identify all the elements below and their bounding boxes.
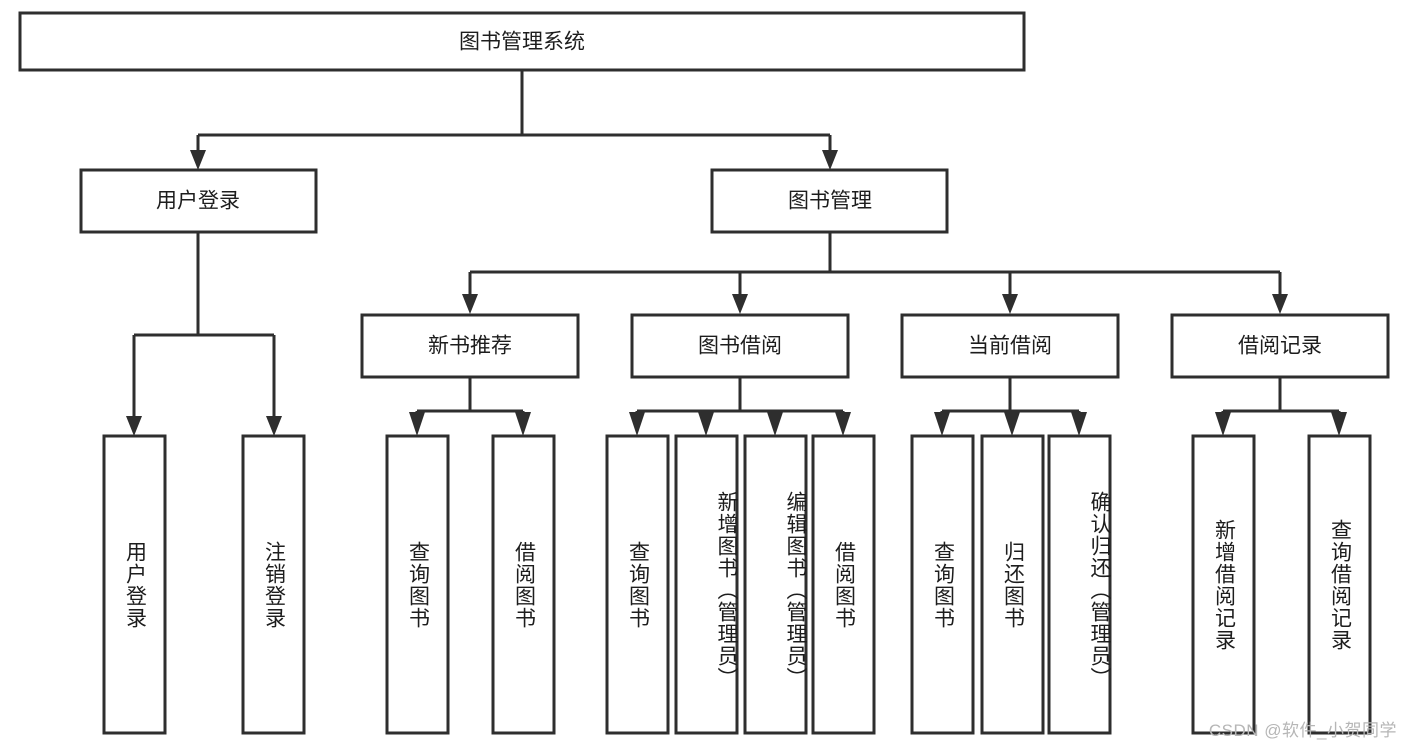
node-user-login[interactable]: 用户登录 (79, 168, 318, 234)
connector-group-user-login (126, 232, 282, 436)
arrow-head-leaf-book-borrow-2 (698, 412, 714, 436)
leaf-box-borrow-record-2[interactable] (1307, 434, 1372, 735)
node-new-book-recommend-box[interactable] (360, 313, 580, 379)
node-root-box[interactable] (18, 11, 1026, 72)
node-book-borrow-box[interactable] (630, 313, 850, 379)
node-current-borrow-label: 当前借阅 (968, 335, 1052, 358)
leaf-box-current-borrow-2[interactable] (980, 434, 1045, 735)
connector-group-current-borrow (934, 377, 1087, 436)
arrow-head-leaf-current-borrow-3 (1071, 412, 1087, 436)
leaf-box-borrow-record-1[interactable] (1191, 434, 1256, 735)
arrow-head-user-login (190, 150, 206, 170)
leaf-box-book-borrow-2[interactable] (674, 434, 739, 735)
leaf-box-new-book-2[interactable] (491, 434, 556, 735)
node-current-borrow-box[interactable] (900, 313, 1120, 379)
node-new-book-recommend-label: 新书推荐 (428, 335, 512, 358)
arrow-head-leaf-book-borrow-1 (629, 412, 645, 436)
node-user-login-box[interactable] (79, 168, 318, 234)
node-new-book-recommend[interactable]: 新书推荐 (360, 313, 580, 379)
leaf-box-user-login-1[interactable] (102, 434, 167, 735)
leaf-box-book-borrow-3[interactable] (743, 434, 808, 735)
arrow-head-book-mgmt (822, 150, 838, 170)
node-borrow-record-box[interactable] (1170, 313, 1390, 379)
connector-group-book-mgmt (462, 232, 1288, 314)
arrow-head-new-book-recommend (462, 294, 478, 314)
node-borrow-record[interactable]: 借阅记录 (1170, 313, 1390, 379)
node-root[interactable]: 图书管理系统 (18, 11, 1026, 72)
leaf-box-book-borrow-1[interactable] (605, 434, 670, 735)
arrow-head-leaf-user-login-2 (266, 416, 282, 436)
node-user-login-label: 用户登录 (156, 190, 240, 213)
connector-group-root (190, 70, 838, 170)
connector-group-book-borrow (629, 377, 851, 436)
arrow-head-leaf-book-borrow-3 (767, 412, 783, 436)
arrow-head-book-borrow (732, 294, 748, 314)
arrow-head-borrow-record (1272, 294, 1288, 314)
leaf-box-current-borrow-3[interactable] (1047, 434, 1112, 735)
arrow-head-leaf-user-login-1 (126, 416, 142, 436)
arrow-head-leaf-current-borrow-2 (1004, 412, 1020, 436)
connector-group-new-book-recommend (409, 377, 531, 436)
arrow-head-leaf-current-borrow-1 (934, 412, 950, 436)
arrow-head-leaf-book-borrow-4 (835, 412, 851, 436)
leaf-box-book-borrow-4[interactable] (811, 434, 876, 735)
node-book-borrow-label: 图书借阅 (698, 335, 782, 358)
watermark-text: CSDN @软件_小贺同学 (1208, 721, 1397, 740)
leaf-box-current-borrow-1[interactable] (910, 434, 975, 735)
arrow-head-leaf-new-book-2 (515, 412, 531, 436)
node-book-management-box[interactable] (710, 168, 949, 234)
leaf-box-new-book-1[interactable] (385, 434, 450, 735)
node-book-borrow[interactable]: 图书借阅 (630, 313, 850, 379)
node-book-management[interactable]: 图书管理 (710, 168, 949, 234)
node-root-label: 图书管理系统 (459, 31, 585, 54)
connector-group-borrow-record (1215, 377, 1347, 436)
leaf-box-user-login-2[interactable] (241, 434, 306, 735)
node-current-borrow[interactable]: 当前借阅 (900, 313, 1120, 379)
arrow-head-leaf-new-book-1 (409, 412, 425, 436)
node-book-management-label: 图书管理 (788, 190, 872, 213)
node-borrow-record-label: 借阅记录 (1238, 335, 1322, 358)
arrow-head-leaf-borrow-record-1 (1215, 412, 1231, 436)
arrow-head-current-borrow (1002, 294, 1018, 314)
arrow-head-leaf-borrow-record-2 (1331, 412, 1347, 436)
